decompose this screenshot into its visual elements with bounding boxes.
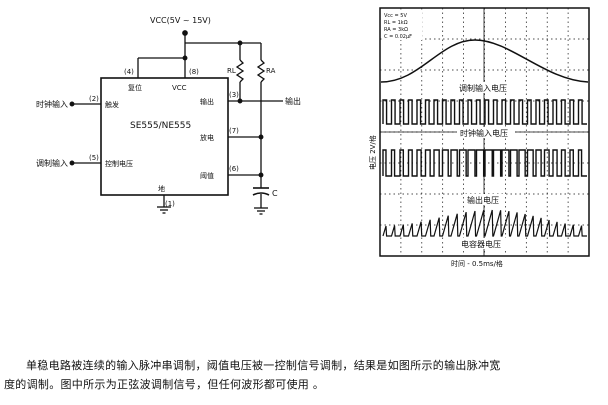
scope-header-line-3: RA = 3kΩ: [384, 27, 408, 33]
pin5-number: (5): [89, 154, 99, 162]
caption-line-2: 度的调制。图中所示为正弦波调制信号，但任何波形都可使用 。: [4, 378, 325, 391]
scope-header-line-2: RL = 1kΩ: [384, 20, 408, 26]
scope-header-line-4: C = 0.02μF: [384, 34, 412, 40]
oscilloscope-panel: Vcc = 5V RL = 1kΩ RA = 3kΩ C = 0.02μF 调制…: [368, 7, 590, 268]
scope-time-axis-label: 时间 - 0.5ms/格: [451, 259, 503, 268]
pin4-name: 复位: [128, 83, 142, 92]
vcc-label: VCC(5V ~ 15V): [150, 16, 211, 25]
trace-label-clock: 时钟输入电压: [460, 128, 508, 138]
output-pulse-path: [382, 149, 587, 177]
ra-resistor: [256, 59, 266, 83]
ra-label: RA: [266, 67, 276, 75]
caption-line-1: 单稳电路被连续的输入脉冲串调制，阈值电压被一控制信号调制，结果是如图所示的输出脉…: [26, 359, 501, 372]
circuit-diagram: [69, 30, 283, 215]
capacitor-plate-bottom: [252, 192, 270, 196]
clock-input-terminal: [69, 101, 75, 107]
pin4-number: (4): [124, 68, 134, 76]
figure-caption: 单稳电路被连续的输入脉冲串调制，阈值电压被一控制信号调制，结果是如图所示的输出脉…: [4, 356, 604, 394]
mod-input-label: 调制输入: [36, 158, 68, 168]
pin3-number: (3): [229, 91, 239, 99]
pin2-name: 触发: [105, 100, 119, 109]
c-label: C: [272, 189, 278, 198]
mod-input-terminal: [69, 160, 75, 166]
output-label: 输出: [285, 96, 301, 106]
clock-pulse-path: [382, 99, 587, 125]
rl-resistor: [235, 59, 245, 83]
capacitor-sawtooth-path: [382, 209, 587, 237]
trace-capacitor-sawtooth: [382, 209, 587, 237]
pin5-name: 控制电压: [105, 159, 133, 168]
scope-header-box: Vcc = 5V RL = 1kΩ RA = 3kΩ C = 0.02μF: [382, 10, 422, 40]
pin7-number: (7): [229, 127, 239, 135]
ic-name: SE555/NE555: [130, 121, 191, 131]
trace-clock-pulses: [382, 99, 587, 125]
rl-label: RL: [227, 67, 236, 75]
pin3-name: 输出: [200, 97, 214, 106]
pin2-number: (2): [89, 95, 99, 103]
trace-label-modulation: 调制输入电压: [459, 83, 507, 93]
scope-volt-axis-label: 电压 2V/格: [368, 135, 377, 170]
pin6-name: 阈值: [200, 171, 214, 180]
pin1-name: 地: [158, 184, 165, 193]
pin6-number: (6): [229, 165, 239, 173]
clock-input-label: 时钟输入: [36, 99, 68, 109]
trace-label-capacitor: 电容器电压: [461, 239, 501, 249]
trace-modulation-sine: [380, 39, 589, 83]
trace-label-output: 输出电压: [467, 195, 499, 205]
vcc-node: [182, 30, 188, 36]
pin1-number: (1): [165, 200, 175, 208]
scope-header-line-1: Vcc = 5V: [384, 13, 407, 19]
ic-ground-icon: [157, 206, 171, 214]
pin7-name: 放电: [200, 133, 214, 142]
pin8-number: (8): [189, 68, 199, 76]
trace-output-pulses: [382, 149, 587, 177]
capacitor-ground-icon: [254, 207, 268, 215]
pin8-name: VCC: [172, 84, 187, 92]
circuit-labels: VCC(5V ~ 15V) SE555/NE555 (4) 复位 (8) VCC…: [36, 16, 301, 208]
